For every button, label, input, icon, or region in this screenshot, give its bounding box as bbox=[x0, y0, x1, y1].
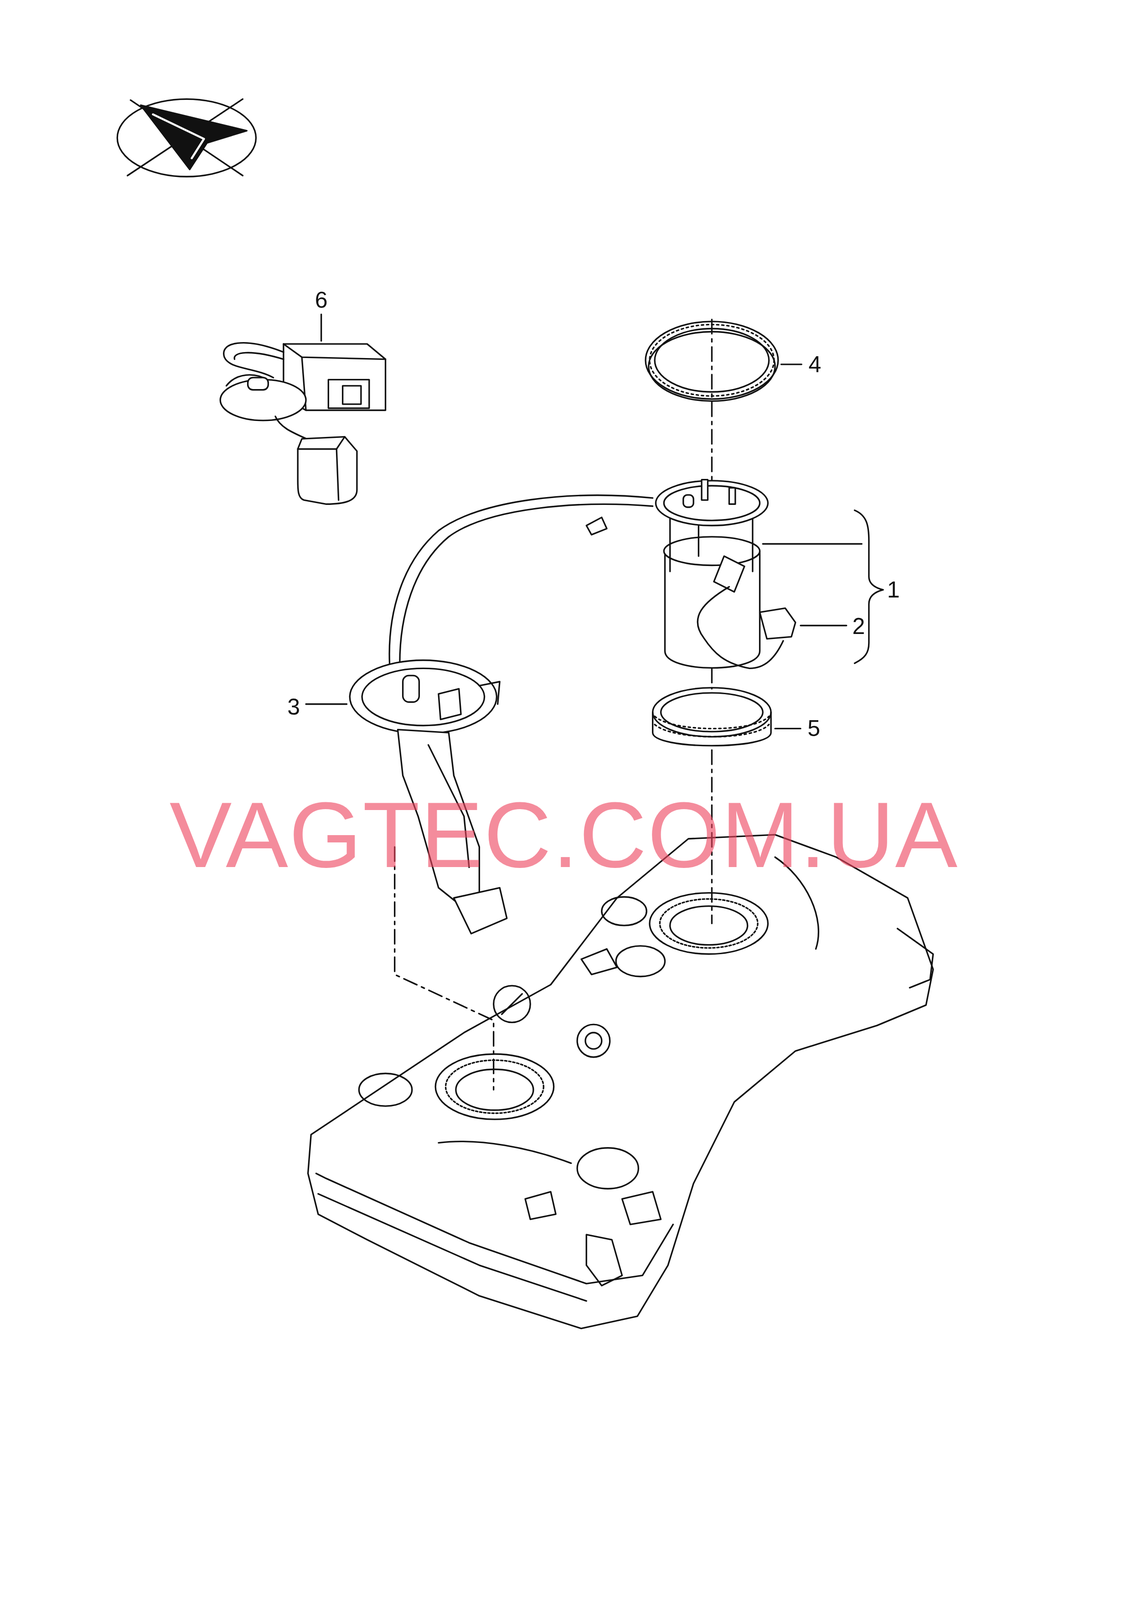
line-art bbox=[601, 896, 647, 926]
line-art bbox=[297, 436, 357, 505]
line-art bbox=[728, 487, 735, 504]
line-art bbox=[711, 667, 713, 689]
line-art bbox=[336, 448, 339, 500]
line-art bbox=[586, 1234, 622, 1286]
line-art bbox=[153, 114, 205, 159]
sensor-part bbox=[220, 342, 386, 505]
line-art bbox=[775, 727, 801, 729]
line-art bbox=[349, 660, 497, 734]
line-art bbox=[622, 1191, 662, 1225]
line-art bbox=[361, 667, 485, 725]
line-art bbox=[248, 377, 269, 390]
line-art bbox=[649, 892, 768, 954]
line-art bbox=[328, 379, 369, 409]
callout-number: 4 bbox=[806, 351, 823, 377]
line-art bbox=[438, 688, 461, 719]
callout-number: 2 bbox=[850, 613, 868, 639]
line-art bbox=[659, 898, 758, 948]
line-art bbox=[701, 479, 708, 501]
line-art bbox=[663, 485, 760, 521]
line-art bbox=[453, 887, 507, 934]
line-art bbox=[394, 846, 494, 1090]
line-art bbox=[525, 1191, 556, 1219]
line-art bbox=[683, 494, 694, 507]
line-art bbox=[577, 1147, 639, 1189]
line-art bbox=[117, 98, 934, 1329]
orientation-logo bbox=[117, 98, 256, 177]
line-art bbox=[661, 692, 764, 732]
line-art bbox=[670, 905, 748, 945]
line-art bbox=[800, 624, 847, 626]
line-art bbox=[318, 1193, 587, 1301]
line-art bbox=[399, 504, 653, 664]
line-art bbox=[652, 687, 771, 737]
fuel-tank bbox=[308, 834, 934, 1329]
assembly-line bbox=[394, 319, 713, 1090]
line-art bbox=[762, 542, 862, 545]
fuel-pump-module bbox=[655, 479, 884, 669]
line-art bbox=[283, 343, 386, 360]
line-art bbox=[585, 1032, 602, 1049]
line-art bbox=[479, 681, 500, 704]
callout-number: 3 bbox=[285, 694, 302, 719]
line-art bbox=[403, 675, 420, 702]
callout-number: 1 bbox=[885, 577, 902, 602]
line-art bbox=[652, 712, 771, 746]
line-art bbox=[435, 1053, 554, 1119]
line-art bbox=[275, 416, 311, 441]
line-art bbox=[759, 607, 796, 639]
line-art bbox=[223, 342, 284, 378]
fuel-hose bbox=[389, 495, 653, 663]
line-art bbox=[234, 352, 284, 359]
line-art bbox=[140, 105, 248, 170]
line-art bbox=[455, 1069, 534, 1110]
line-art bbox=[389, 495, 653, 663]
line-art bbox=[358, 1072, 412, 1106]
line-art bbox=[654, 723, 770, 737]
line-art bbox=[581, 948, 617, 975]
line-art bbox=[577, 1023, 610, 1057]
line-art bbox=[615, 945, 665, 977]
line-art bbox=[117, 98, 256, 177]
seal-ring bbox=[652, 687, 801, 746]
callout-number: 6 bbox=[313, 287, 330, 313]
line-art bbox=[586, 516, 607, 535]
line-art bbox=[897, 928, 934, 988]
line-art bbox=[445, 1059, 544, 1113]
leader-line bbox=[780, 363, 802, 365]
line-art bbox=[438, 1141, 572, 1164]
line-art bbox=[342, 385, 362, 404]
line-art bbox=[501, 993, 523, 1014]
line-art bbox=[493, 985, 531, 1023]
watermark: VAGTEC.COM.UA bbox=[169, 787, 959, 881]
line-art bbox=[711, 319, 713, 480]
line-art bbox=[854, 510, 884, 664]
line-art bbox=[664, 550, 760, 668]
line-art bbox=[655, 480, 768, 526]
line-art bbox=[308, 834, 934, 1329]
line-art bbox=[663, 536, 760, 566]
line-art bbox=[669, 510, 671, 572]
line-art bbox=[297, 436, 345, 450]
callout-number: 5 bbox=[805, 715, 822, 741]
line-art bbox=[654, 716, 770, 729]
leader-line bbox=[320, 314, 322, 341]
line-art bbox=[305, 702, 347, 705]
